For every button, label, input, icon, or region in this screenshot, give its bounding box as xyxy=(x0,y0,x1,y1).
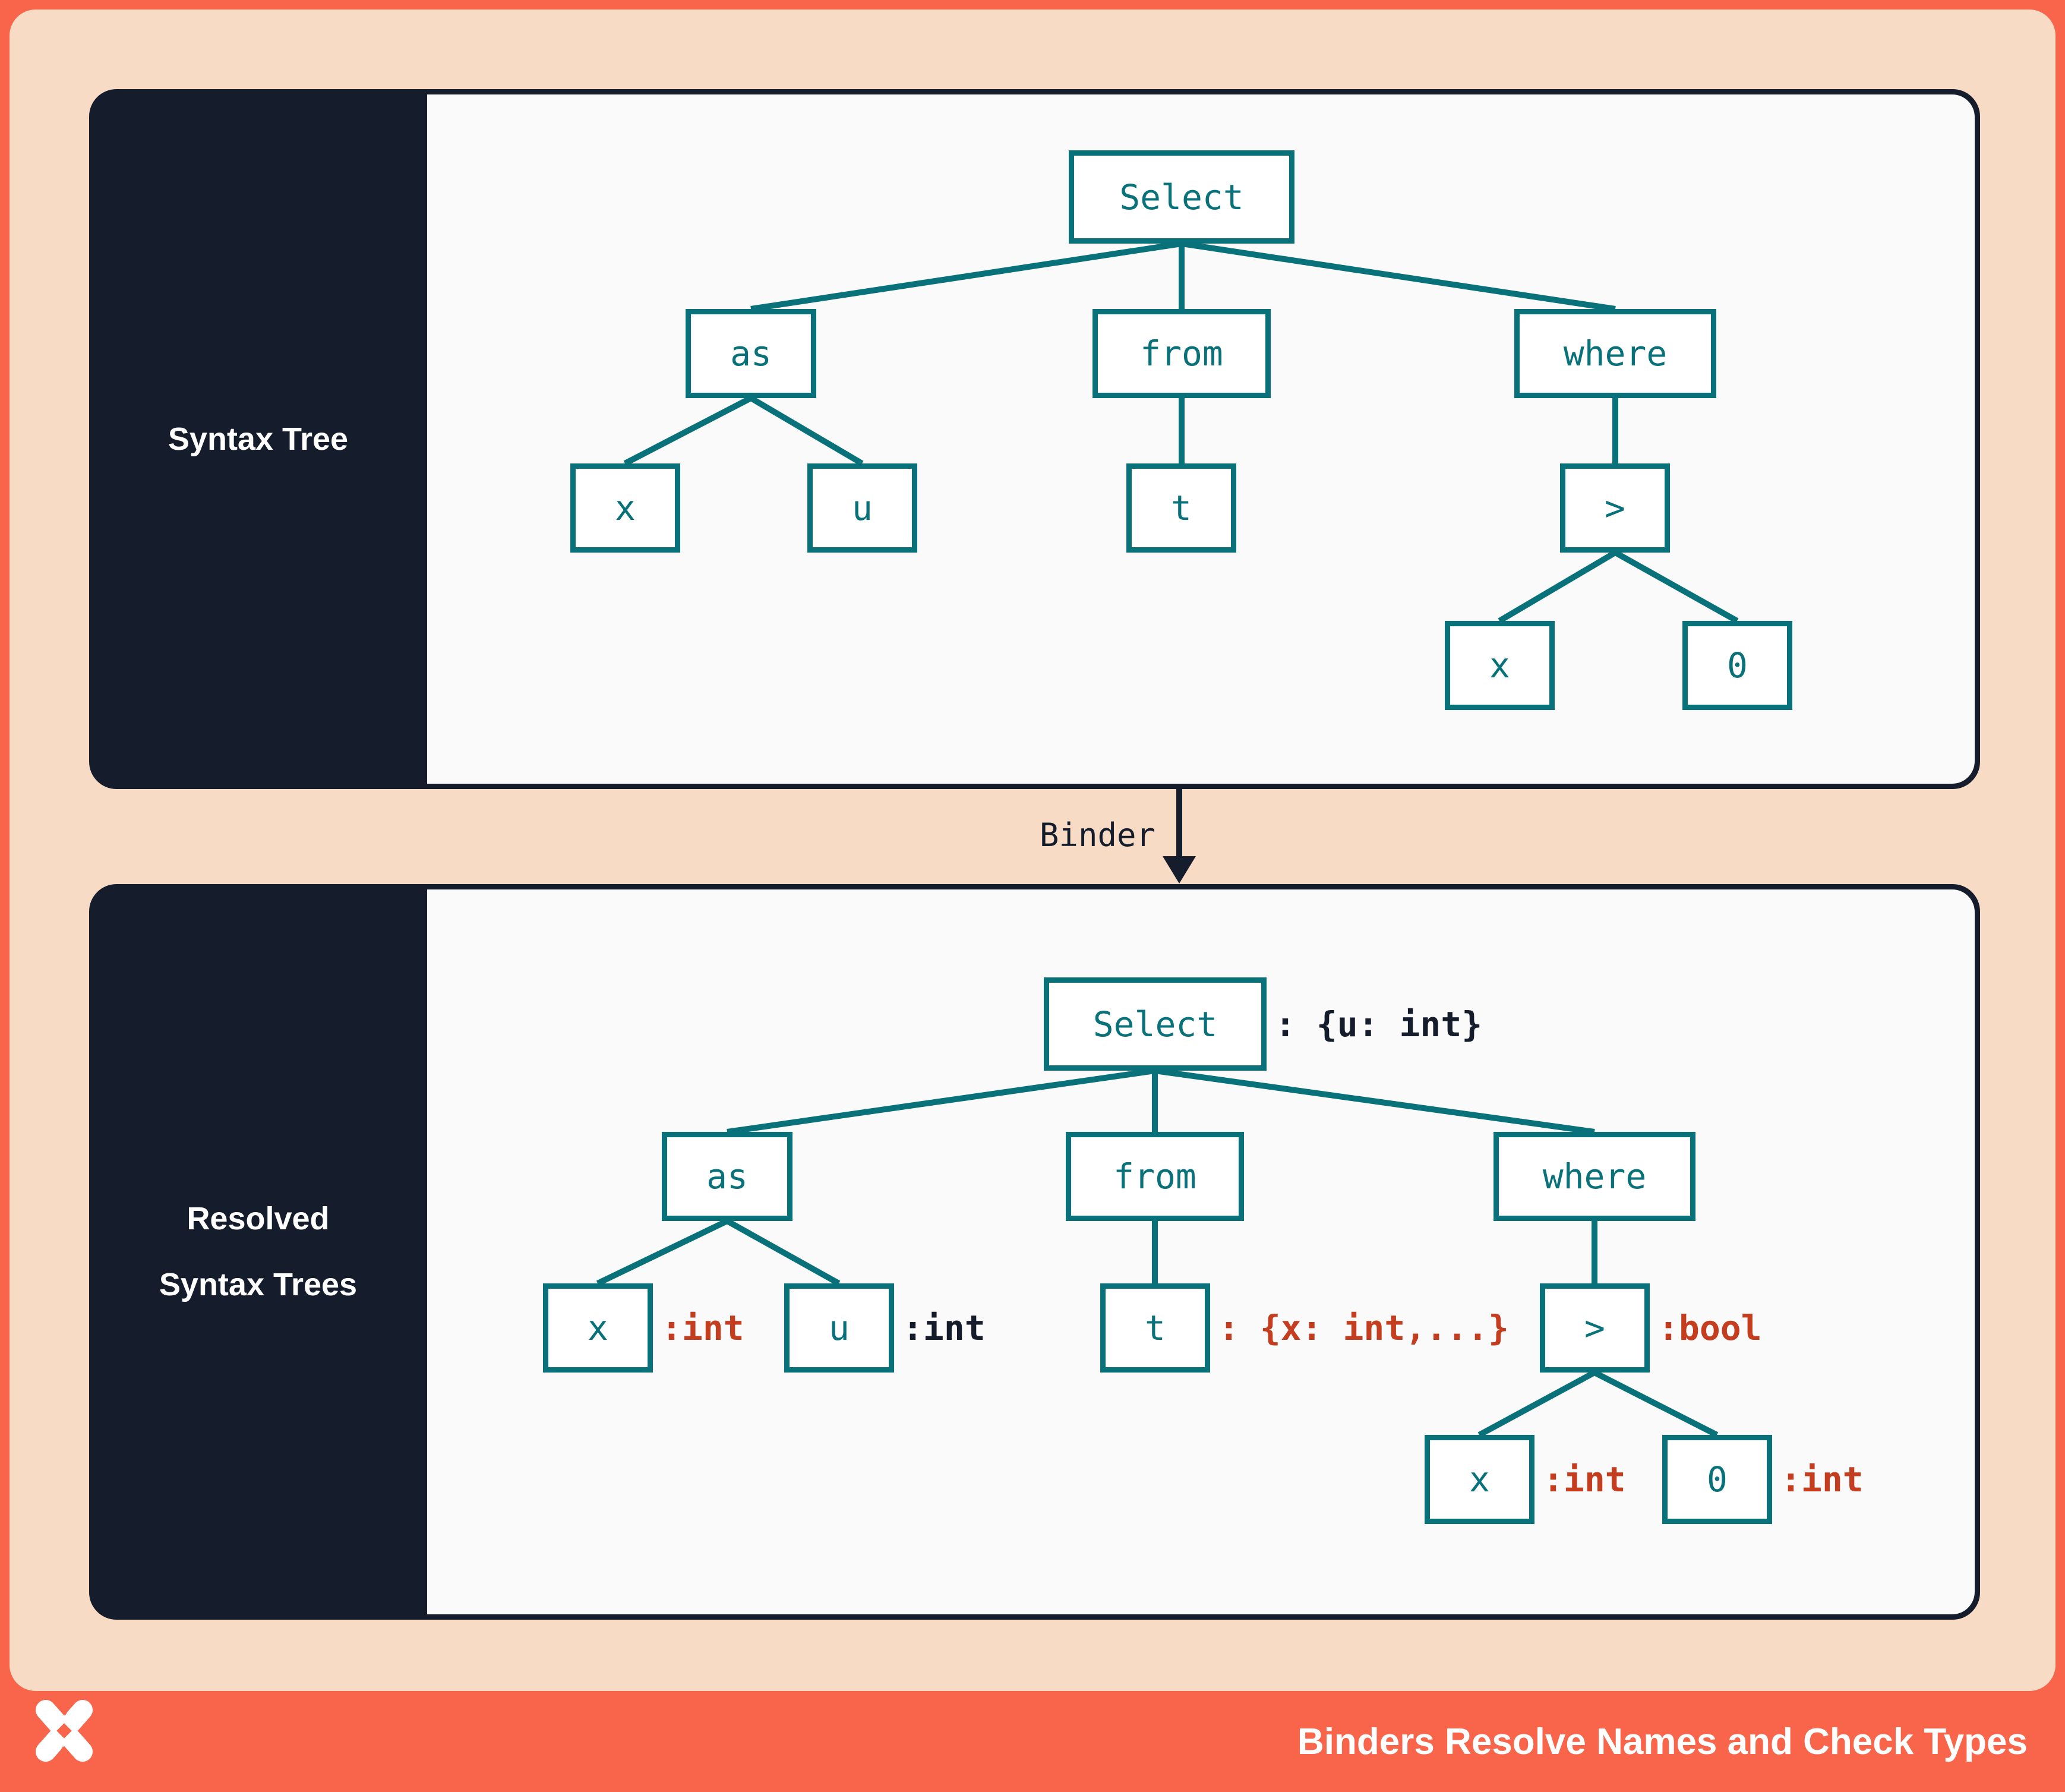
node-x: x xyxy=(570,463,680,553)
syntax-tree-canvas: Select as from where x u t > x 0 xyxy=(427,94,1975,784)
tree-edges xyxy=(596,1068,1719,1438)
node-as: as xyxy=(686,309,816,398)
type-annotation: :int xyxy=(661,1308,744,1348)
resolved-syntax-trees-canvas: Select : {u: int} as from where x :int u… xyxy=(427,889,1975,1614)
node-select: Select xyxy=(1069,150,1294,244)
type-annotation: :int xyxy=(1780,1459,1864,1500)
footer-title: Binders Resolve Names and Check Types xyxy=(1297,1721,2028,1762)
type-annotation: : {u: int} xyxy=(1275,1004,1483,1045)
node-zero: 0 xyxy=(1662,1435,1772,1524)
node-greater-than: > xyxy=(1560,463,1670,553)
syntax-tree-panel: Syntax Tree Select as from where xyxy=(89,89,1980,789)
type-annotation: :int xyxy=(1543,1459,1626,1500)
type-annotation: : {x: int,...} xyxy=(1218,1308,1509,1348)
arrow-down-icon xyxy=(1176,789,1182,859)
node-where: where xyxy=(1494,1132,1695,1221)
node-u: u xyxy=(807,463,917,553)
node-greater-than: > xyxy=(1540,1283,1650,1373)
x-pinwheel-logo xyxy=(36,1699,93,1762)
node-from: from xyxy=(1093,309,1271,398)
node-x: x xyxy=(543,1283,653,1373)
panel-title: Syntax Tree xyxy=(168,421,349,457)
node-t: t xyxy=(1100,1283,1210,1373)
syntax-tree-panel-label: Syntax Tree xyxy=(89,89,427,789)
type-annotation: :int xyxy=(902,1308,986,1348)
panel-title: Resolved Syntax Trees xyxy=(159,1201,358,1302)
node-t: t xyxy=(1126,463,1236,553)
tree-edges xyxy=(623,241,1739,624)
node-from: from xyxy=(1066,1132,1244,1221)
arrow-down-icon xyxy=(1163,856,1196,884)
node-x: x xyxy=(1425,1435,1534,1524)
node-select: Select xyxy=(1044,977,1267,1071)
node-where: where xyxy=(1514,309,1716,398)
node-x: x xyxy=(1445,621,1555,710)
type-annotation: :bool xyxy=(1658,1308,1762,1348)
node-as: as xyxy=(662,1132,792,1221)
footer-bar: Binders Resolve Names and Check Types xyxy=(0,1691,2065,1792)
node-u: u xyxy=(784,1283,894,1373)
resolved-syntax-trees-panel-label: Resolved Syntax Trees xyxy=(89,884,427,1620)
binder-label: Binder xyxy=(1039,816,1155,854)
node-zero: 0 xyxy=(1682,621,1792,710)
resolved-syntax-trees-panel: Resolved Syntax Trees Select : {u: int} xyxy=(89,884,1980,1620)
